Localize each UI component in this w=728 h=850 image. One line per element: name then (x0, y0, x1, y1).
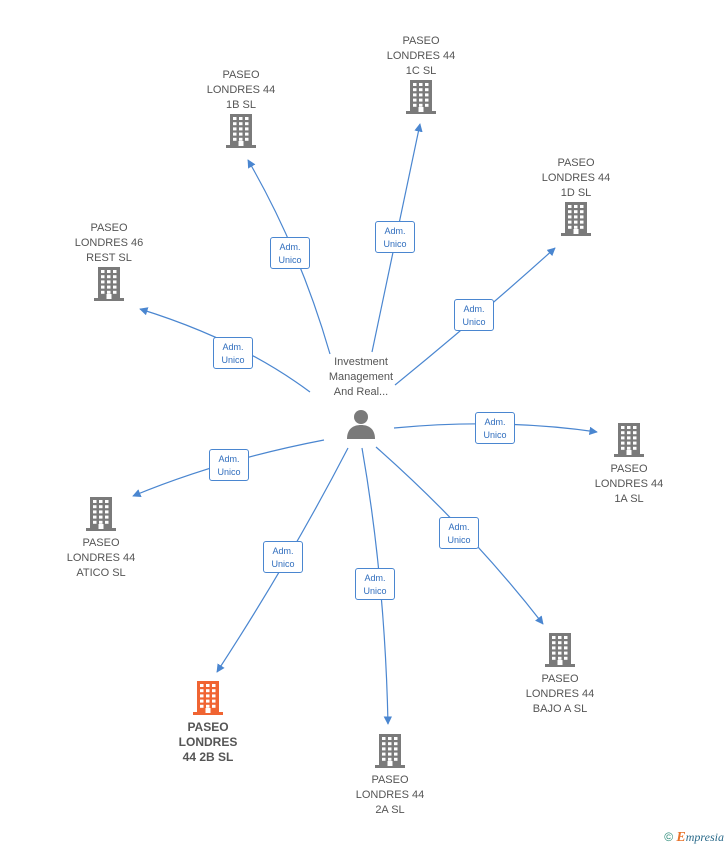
edge-badge-2b[interactable]: Adm. Unico (263, 541, 303, 573)
person-icon (347, 410, 375, 439)
building-icon (375, 734, 405, 768)
building-icon (406, 80, 436, 114)
node-paseo-londres-44-atico[interactable]: PASEO LONDRES 44 ATICO SL (31, 496, 171, 581)
node-paseo-londres-44-1c[interactable]: PASEO LONDRES 44 1C SL (351, 34, 491, 115)
node-paseo-londres-46-rest[interactable]: PASEO LONDRES 46 REST SL (39, 221, 179, 302)
edge-badge-1a[interactable]: Adm. Unico (475, 412, 515, 444)
building-icon (226, 114, 256, 148)
brand-logo-letter: E (676, 830, 686, 845)
node-label: PASEO LONDRES 44 1B SL (206, 69, 276, 111)
node-label: PASEO LONDRES 44 ATICO SL (66, 537, 136, 579)
edge-badge-2a[interactable]: Adm. Unico (355, 568, 395, 600)
building-icon (86, 497, 116, 531)
edge-badge-1d[interactable]: Adm. Unico (454, 299, 494, 331)
building-icon-highlighted (193, 681, 223, 715)
node-label: PASEO LONDRES 44 BAJO A SL (525, 673, 595, 715)
node-label: PASEO LONDRES 44 2A SL (355, 774, 425, 816)
building-icon (614, 423, 644, 457)
node-label: PASEO LONDRES 44 2B SL (178, 720, 238, 764)
edge-badge-bajoa[interactable]: Adm. Unico (439, 517, 479, 549)
node-paseo-londres-44-bajo-a[interactable]: PASEO LONDRES 44 BAJO A SL (490, 632, 630, 717)
node-label: PASEO LONDRES 46 REST SL (74, 222, 144, 264)
edge-badge-1b[interactable]: Adm. Unico (270, 237, 310, 269)
building-icon (545, 633, 575, 667)
brand-footer: © Empresia (664, 830, 724, 846)
center-label: Investment Management And Real... (328, 356, 394, 398)
node-paseo-londres-44-1b[interactable]: PASEO LONDRES 44 1B SL (171, 68, 311, 149)
center-entity[interactable]: Investment Management And Real... (306, 355, 416, 440)
node-paseo-londres-44-2b[interactable]: PASEO LONDRES 44 2B SL (138, 680, 278, 765)
node-paseo-londres-44-1d[interactable]: PASEO LONDRES 44 1D SL (506, 156, 646, 237)
brand-logo-text: mpresia (685, 830, 724, 844)
building-icon (94, 267, 124, 301)
node-paseo-londres-44-1a[interactable]: PASEO LONDRES 44 1A SL (559, 422, 699, 507)
node-paseo-londres-44-2a[interactable]: PASEO LONDRES 44 2A SL (320, 733, 460, 818)
node-label: PASEO LONDRES 44 1A SL (594, 463, 664, 505)
building-icon (561, 202, 591, 236)
edge-badge-atico[interactable]: Adm. Unico (209, 449, 249, 481)
node-label: PASEO LONDRES 44 1C SL (386, 35, 456, 77)
edge-badge-1c[interactable]: Adm. Unico (375, 221, 415, 253)
copyright-icon: © (664, 830, 674, 844)
edge-badge-46rest[interactable]: Adm. Unico (213, 337, 253, 369)
node-label: PASEO LONDRES 44 1D SL (541, 157, 611, 199)
